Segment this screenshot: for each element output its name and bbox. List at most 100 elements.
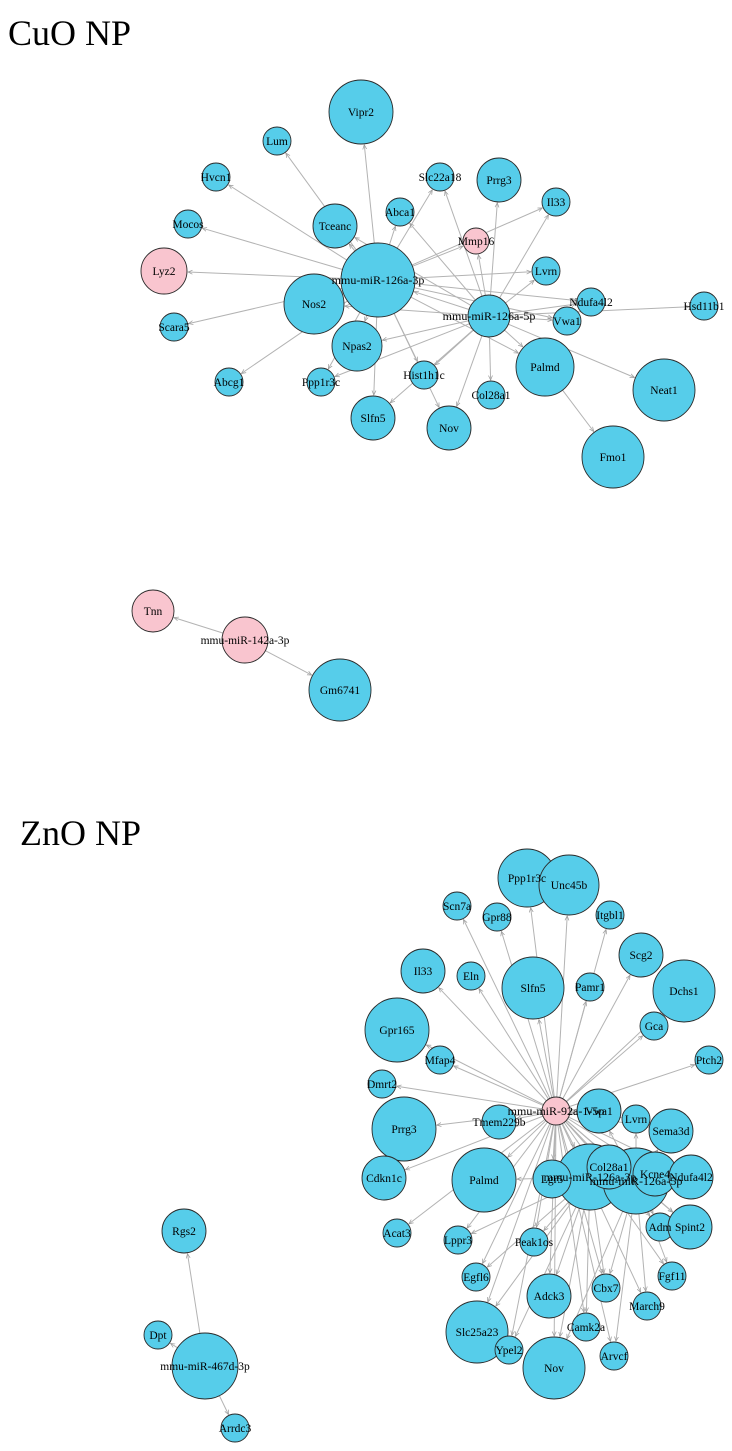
node-z-spint2	[667, 1204, 713, 1250]
edge-z_m92-z_Adck3	[550, 1124, 556, 1273]
node-label: Gpr165	[379, 1025, 414, 1037]
node-c-vipr2	[328, 79, 394, 145]
node-label: Cbx7	[594, 1283, 619, 1295]
node-c-tceanc	[312, 203, 358, 249]
node-label: Dchs1	[669, 986, 699, 998]
edge-c_m126a3p-c_Tceanc	[349, 244, 356, 252]
node-z-arrdc3	[220, 1413, 250, 1443]
node-z-itgbl1	[595, 900, 625, 930]
node-label: Abca1	[385, 207, 415, 219]
labels-layer: mmu-miR-126a-3pmmu-miR-126a-5pVipr2LumHv…	[144, 107, 725, 1435]
edge-z_m126a3p-z_Nov	[560, 1209, 585, 1336]
edge-z_m126a5p-z_Spint2	[660, 1202, 672, 1212]
edge-c_m126a3p-c_Npas2	[365, 315, 367, 321]
edge-c_m126a5p-c_Neat1	[508, 323, 634, 378]
edge-z_m92-z_Slfn5	[539, 1020, 554, 1098]
node-z-lppr3	[443, 1225, 473, 1255]
node-label: Pamr1	[575, 982, 605, 994]
node-c-lum	[262, 126, 292, 156]
node-z-dmrt2	[367, 1069, 397, 1099]
node-label: Abcg1	[214, 377, 245, 389]
node-label: Itgbl1	[596, 910, 624, 922]
nodes-layer	[131, 79, 724, 1443]
node-label: Ndufa4l2	[669, 1172, 713, 1184]
node-label: Mfap4	[425, 1055, 456, 1067]
edge-z_m126a5p-z_Arvcf	[616, 1213, 633, 1341]
edges-layer	[171, 145, 695, 1415]
edge-c_m126a5p-c_Npas2	[382, 320, 469, 341]
node-z-fgf11	[657, 1261, 687, 1291]
node-z-ptch2	[694, 1045, 724, 1075]
edge-z_m126a5p-z_Cbx7	[610, 1212, 628, 1274]
node-c-nos2	[283, 273, 345, 335]
node-c-neat1	[632, 358, 696, 422]
edge-c_m126a5p-c_Lvrn	[505, 280, 535, 304]
node-z-sema3d	[648, 1108, 694, 1154]
node-c-lvrn	[531, 256, 561, 286]
edge-c_m142-c_Tnn	[174, 618, 224, 634]
node-label: Peak1os	[515, 1237, 554, 1249]
node-z-gpr165	[364, 997, 430, 1063]
node-c-slc22a18	[425, 162, 455, 192]
edge-c_m126a5p-c_Mmp16	[478, 255, 486, 296]
node-c-tnn	[131, 589, 175, 633]
node-label: Ppp1r3c	[508, 873, 546, 885]
node-z-egfl6	[461, 1262, 491, 1292]
edge-c_m126a3p-c_Abca1	[388, 226, 395, 245]
node-label: Lvrn	[535, 266, 558, 278]
node-c-mmp16	[462, 227, 490, 255]
node-c-abca1	[385, 197, 415, 227]
node-label: Gca	[645, 1021, 664, 1033]
node-z-peak1os	[519, 1227, 549, 1257]
node-z-m467	[171, 1332, 239, 1400]
node-c-lyz2	[140, 247, 188, 295]
node-c-il33	[541, 187, 571, 217]
node-z-palmd	[451, 1147, 517, 1213]
edge-c_m126a5p-c_m126a3p	[414, 292, 470, 310]
edge-z_m92-z_Scn7a	[463, 920, 551, 1099]
node-label: Hvcn1	[201, 172, 232, 184]
node-z-lvrn	[621, 1104, 651, 1134]
node-label: Acat3	[383, 1228, 411, 1240]
node-label: Ppp1r3c	[302, 377, 340, 389]
node-label: Gm6741	[320, 685, 361, 697]
node-label: Neat1	[650, 385, 678, 397]
node-z-slfn5	[501, 956, 565, 1020]
node-label: Prrg3	[391, 1124, 417, 1136]
node-label: Palmd	[469, 1175, 499, 1187]
node-c-nov	[426, 405, 472, 451]
node-label: Rgs2	[172, 1226, 196, 1238]
node-z-cbx7	[591, 1273, 621, 1303]
edge-z_m92-z_Egfl6	[482, 1123, 551, 1264]
node-label: Kcne4	[640, 1169, 670, 1181]
node-label: Tmem229b	[472, 1117, 525, 1129]
node-z-camk2a	[571, 1312, 601, 1342]
node-label: March9	[629, 1301, 665, 1313]
node-label: Hist1h1c	[403, 370, 445, 382]
edge-c_m126a3p-c_Vipr2	[364, 145, 375, 244]
edge-c_m126a5p-c_Ndufa4l2	[509, 304, 576, 314]
edge-z_m92-z_Cdkn1c	[405, 1115, 544, 1170]
node-z-adck3	[526, 1273, 572, 1319]
node-label: Slfn5	[521, 983, 546, 995]
node-label: Slc25a23	[456, 1327, 499, 1339]
node-c-fmo1	[581, 425, 645, 489]
node-c-hist1h1c	[409, 360, 439, 390]
node-z-rgs2	[161, 1208, 207, 1254]
edge-c_m126a3p-c_Slc22a18	[396, 190, 432, 249]
edge-z_m92-z_Gca	[566, 1036, 643, 1103]
edge-z_m126a5p-z_Adm	[651, 1210, 654, 1213]
edge-z_m92-z_Pamr1	[559, 1002, 586, 1098]
edge-c_m126a3p-c_Lvrn	[414, 272, 531, 279]
edge-z_m126a3p-z_Adck3	[557, 1208, 580, 1274]
node-c-mocos	[173, 209, 203, 239]
node-label: Scara5	[158, 322, 190, 334]
edge-z_m92-z_Mfap4	[454, 1065, 544, 1106]
node-c-ndufa4l2	[576, 287, 606, 317]
edge-z_m467-z_Dpt	[171, 1343, 178, 1349]
node-z-nov	[522, 1336, 586, 1400]
node-label: Adm	[649, 1222, 672, 1234]
node-label: Camk2a	[567, 1322, 605, 1334]
edge-c_m126a5p-c_Vwa1	[509, 316, 552, 320]
